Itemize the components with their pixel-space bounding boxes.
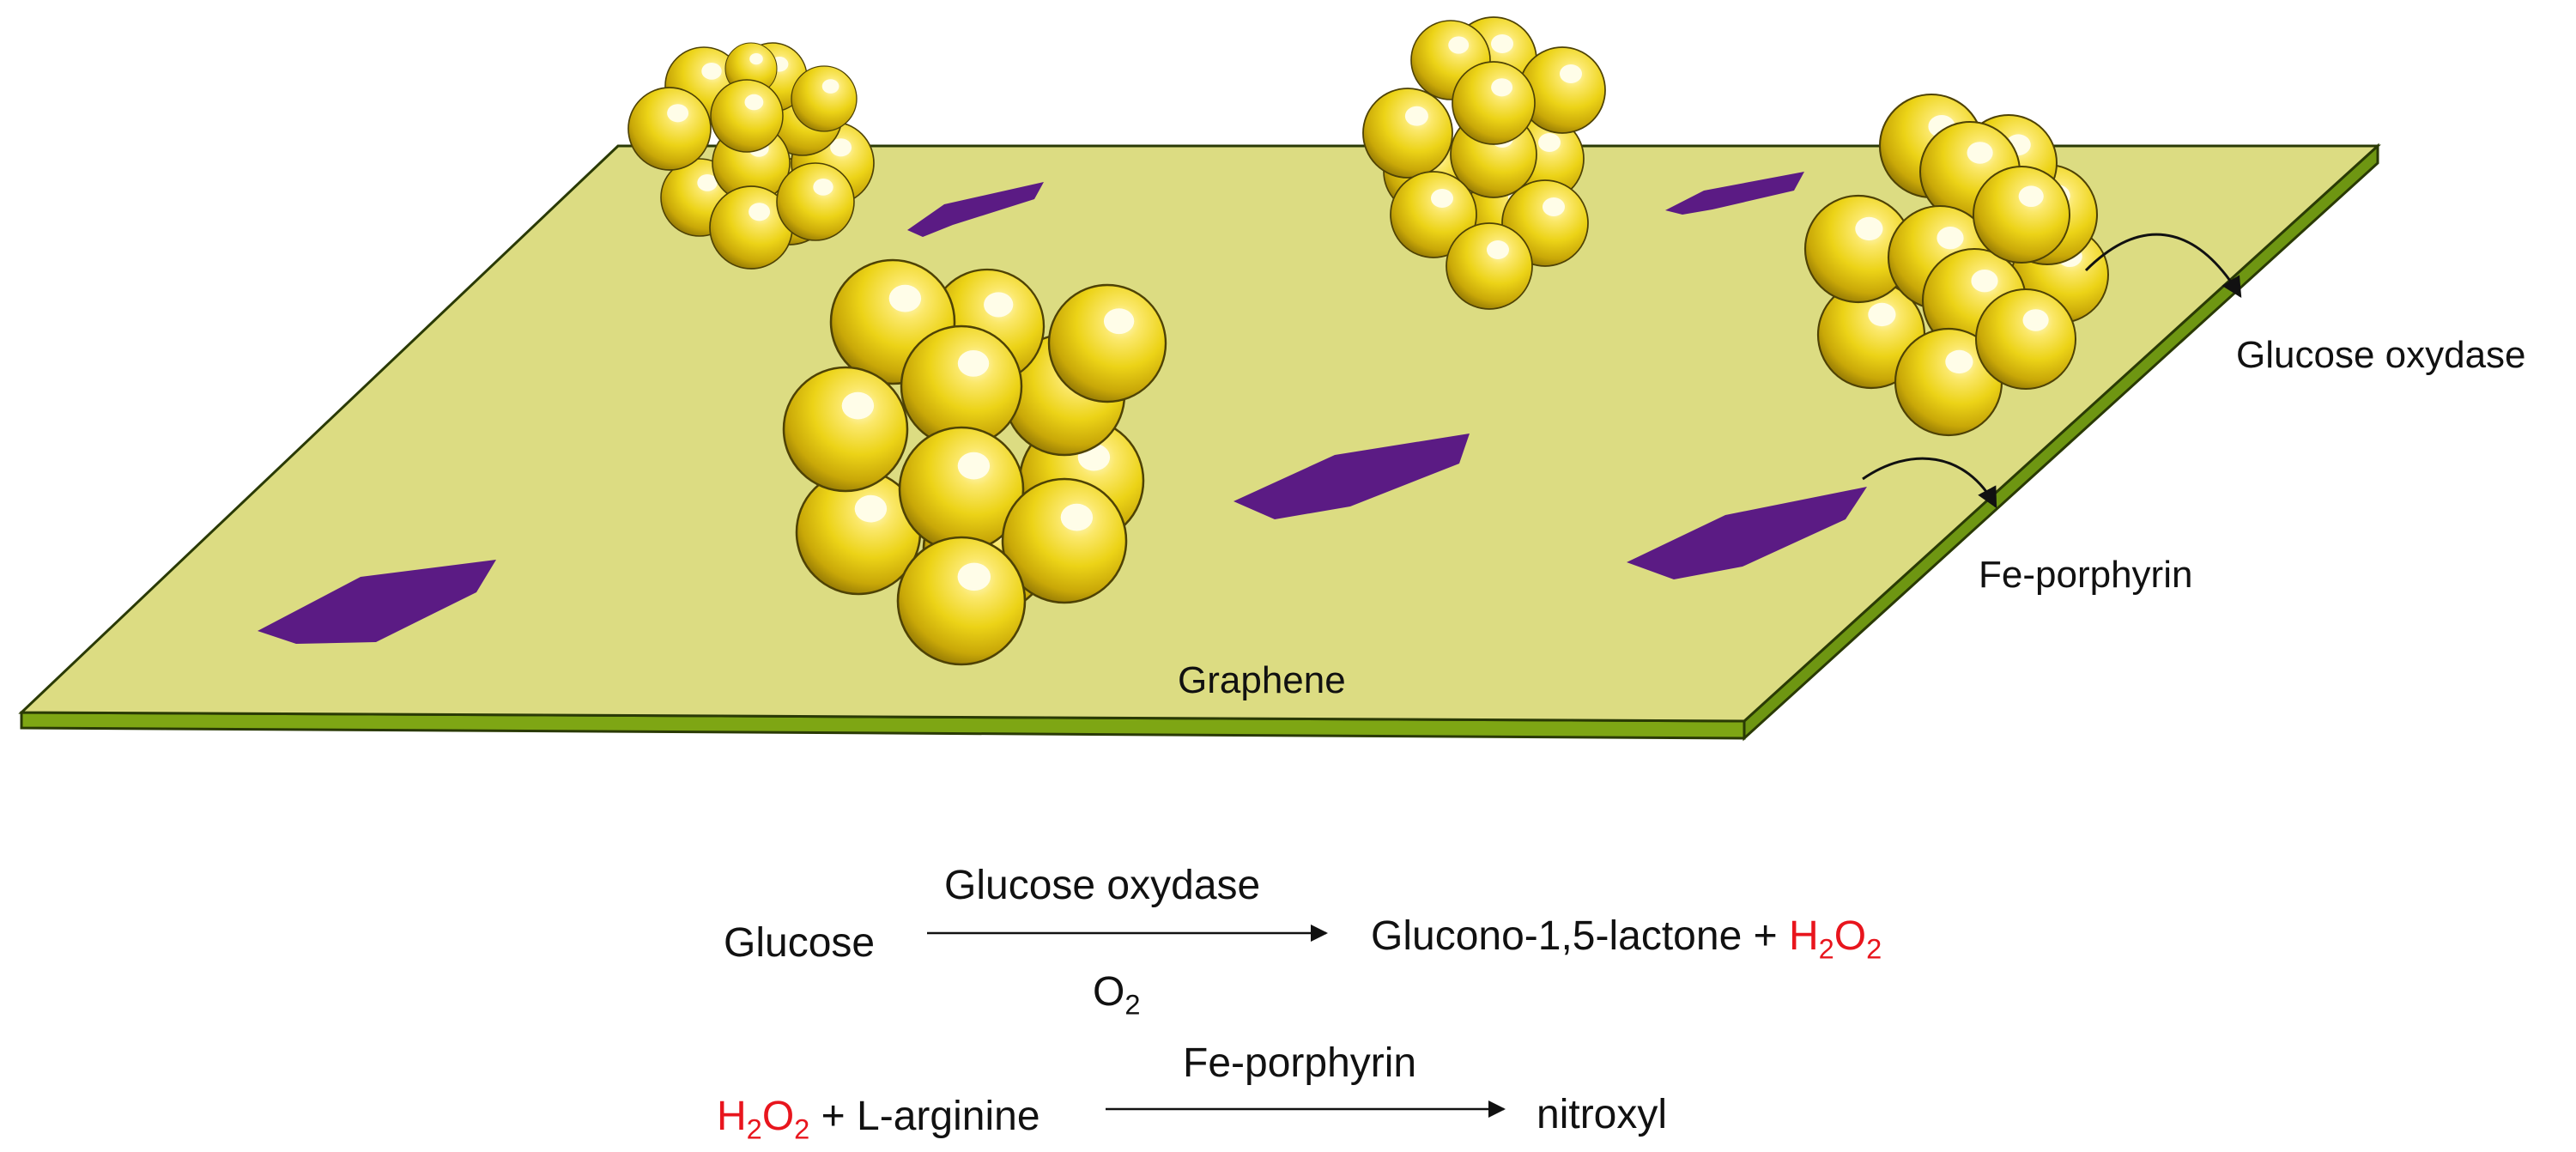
graphene-sheet	[18, 142, 2381, 742]
fe-porphyrin-label: Fe-porphyrin	[1979, 554, 2193, 596]
reaction1-catalyst: Glucose oxydase	[944, 863, 1261, 908]
reaction1-reactant: Glucose	[724, 920, 876, 966]
reaction2-reactants: H2O2 + L-arginine	[717, 1094, 1040, 1145]
fe-porphyrin-pointer-arrow	[1862, 457, 1997, 509]
reaction1-cosubstrate: O2	[1093, 969, 1141, 1021]
graphene-top-surface	[18, 144, 2381, 723]
porphyrin-hexagon	[1627, 487, 1867, 579]
porphyrin-hexagon	[1665, 172, 1804, 215]
porphyrin-hexagon	[258, 560, 496, 644]
porphyrin-group	[258, 172, 1867, 644]
porphyrin-hexagon	[1233, 434, 1470, 519]
glucose-oxidase-pointer-arrow	[2084, 233, 2242, 299]
reaction1-product: Glucono-1,5-lactone + H2O2	[1371, 913, 1882, 965]
reaction1-h2o2: H2O2	[1788, 913, 1882, 965]
reaction2-h2o2: H2O2	[717, 1094, 810, 1145]
porphyrin-hexagon	[907, 182, 1044, 237]
reaction2-catalyst: Fe-porphyrin	[1183, 1040, 1417, 1086]
reaction2-product: nitroxyl	[1537, 1092, 1668, 1137]
glucose-oxidase-label: Glucose oxydase	[2236, 334, 2526, 376]
graphene-label: Graphene	[1178, 659, 1346, 701]
